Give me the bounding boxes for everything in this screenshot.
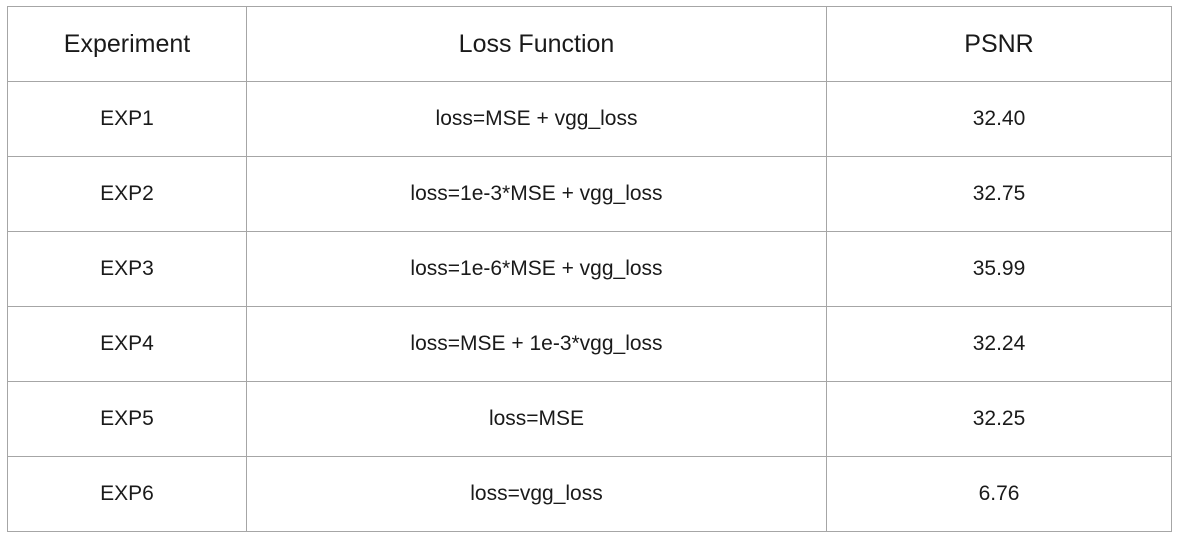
cell-experiment: EXP4 bbox=[7, 306, 247, 382]
cell-psnr: 6.76 bbox=[826, 456, 1172, 532]
cell-experiment: EXP1 bbox=[7, 81, 247, 157]
cell-psnr: 32.75 bbox=[826, 156, 1172, 232]
cell-loss-function: loss=1e-6*MSE + vgg_loss bbox=[246, 231, 827, 307]
cell-experiment: EXP5 bbox=[7, 381, 247, 457]
header-row: Experiment Loss Function PSNR bbox=[7, 6, 1172, 82]
cell-psnr: 32.24 bbox=[826, 306, 1172, 382]
table-row: EXP3 loss=1e-6*MSE + vgg_loss 35.99 bbox=[7, 231, 1172, 307]
cell-loss-function: loss=1e-3*MSE + vgg_loss bbox=[246, 156, 827, 232]
table-header: Experiment Loss Function PSNR bbox=[7, 6, 1172, 82]
table-body: EXP1 loss=MSE + vgg_loss 32.40 EXP2 loss… bbox=[7, 81, 1172, 532]
cell-psnr: 32.40 bbox=[826, 81, 1172, 157]
header-experiment: Experiment bbox=[7, 6, 247, 82]
cell-loss-function: loss=vgg_loss bbox=[246, 456, 827, 532]
results-table: Experiment Loss Function PSNR EXP1 loss=… bbox=[7, 6, 1172, 532]
table-row: EXP5 loss=MSE 32.25 bbox=[7, 381, 1172, 457]
cell-loss-function: loss=MSE + 1e-3*vgg_loss bbox=[246, 306, 827, 382]
header-loss-function: Loss Function bbox=[246, 6, 827, 82]
cell-loss-function: loss=MSE + vgg_loss bbox=[246, 81, 827, 157]
table-row: EXP6 loss=vgg_loss 6.76 bbox=[7, 456, 1172, 532]
cell-loss-function: loss=MSE bbox=[246, 381, 827, 457]
cell-experiment: EXP2 bbox=[7, 156, 247, 232]
cell-psnr: 35.99 bbox=[826, 231, 1172, 307]
table-row: EXP2 loss=1e-3*MSE + vgg_loss 32.75 bbox=[7, 156, 1172, 232]
cell-experiment: EXP6 bbox=[7, 456, 247, 532]
cell-experiment: EXP3 bbox=[7, 231, 247, 307]
header-psnr: PSNR bbox=[826, 6, 1172, 82]
table-row: EXP4 loss=MSE + 1e-3*vgg_loss 32.24 bbox=[7, 306, 1172, 382]
cell-psnr: 32.25 bbox=[826, 381, 1172, 457]
table-row: EXP1 loss=MSE + vgg_loss 32.40 bbox=[7, 81, 1172, 157]
